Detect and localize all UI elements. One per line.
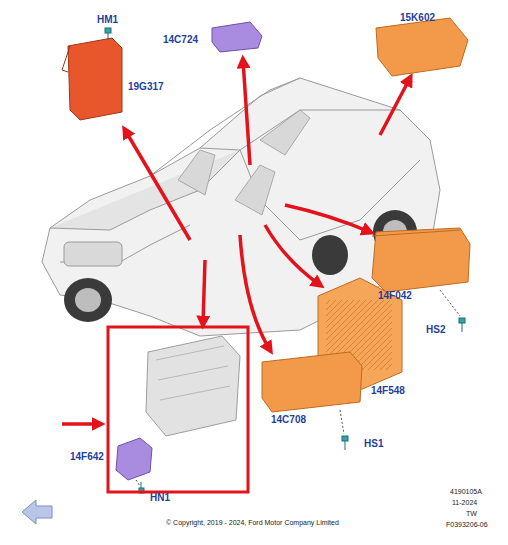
drawing-note: 4190105A: [450, 488, 482, 496]
location-arrow: [62, 60, 410, 424]
drawing-note: TW: [466, 510, 477, 518]
part-number: 19G317: [128, 81, 164, 92]
part-number: HS2: [426, 324, 445, 335]
part-number: HN1: [150, 492, 170, 503]
drawing-note: F0393206-06: [446, 521, 488, 529]
drawing-note: © Copyright, 2019 - 2024, Ford Motor Com…: [166, 519, 339, 527]
module: [62, 18, 470, 480]
part-number: 15K602: [400, 12, 435, 23]
part-number: 14F642: [70, 451, 104, 462]
part-number: 14F042: [378, 290, 412, 301]
drawing-note: 11-2024: [452, 499, 477, 507]
seat: [178, 110, 310, 215]
part-number: 14C708: [271, 414, 306, 425]
part-number: 14F548: [371, 385, 405, 396]
highlight-box: [108, 327, 248, 492]
part-number: 14C724: [163, 34, 198, 45]
leader-line: [136, 290, 460, 486]
vehicle-body: [42, 78, 440, 336]
part-number: HM1: [97, 14, 118, 25]
view-arrow: [22, 500, 52, 524]
screw: [105, 28, 465, 493]
part-number: HS1: [364, 438, 383, 449]
